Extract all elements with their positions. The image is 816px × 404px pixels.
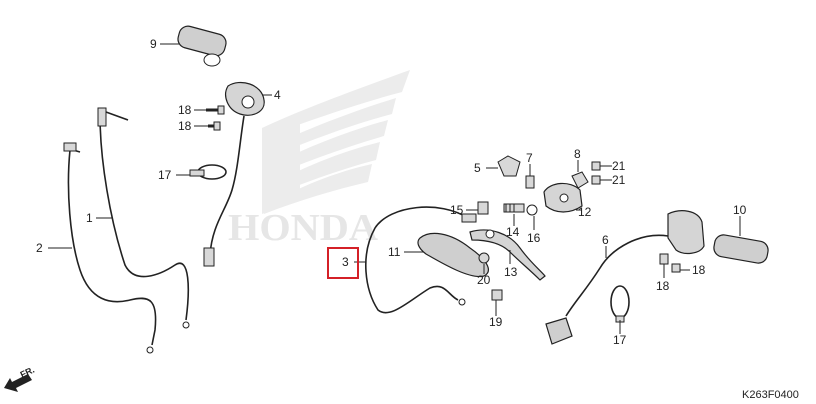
callout-9: 9 [150, 37, 157, 51]
callout-10: 10 [733, 203, 747, 217]
callout-labels: 1 2 9 4 18 18 17 3 11 5 7 8 21 21 12 15 … [36, 37, 747, 347]
leader-lines [48, 43, 741, 334]
callout-18-a: 18 [178, 103, 192, 117]
switch-knob-5 [497, 155, 521, 177]
callout-17-a: 17 [158, 168, 172, 182]
callout-17-b: 17 [613, 333, 627, 347]
screw-21-lower [591, 175, 601, 185]
screw-18-right-a [671, 263, 681, 273]
clutch-lever-part [469, 229, 546, 281]
callout-20: 20 [477, 273, 491, 287]
throttle-housing-part [203, 81, 265, 267]
callout-13: 13 [504, 265, 518, 279]
callout-18-b: 18 [178, 119, 192, 133]
callout-2: 2 [36, 241, 43, 255]
adjuster-14 [503, 203, 525, 213]
callout-5: 5 [474, 161, 481, 175]
nut-16 [526, 204, 538, 216]
screw-18-lower [208, 121, 221, 131]
throttle-cable-2 [63, 142, 157, 354]
screw-18-upper [206, 105, 225, 115]
diagram-code: K263F0400 [742, 389, 799, 401]
band-17-left [189, 164, 227, 180]
right-grip-10 [713, 234, 769, 264]
right-handlebar-switch-6 [545, 210, 705, 345]
callout-19: 19 [489, 315, 503, 329]
callout-12: 12 [578, 205, 592, 219]
callout-18-d: 18 [656, 279, 670, 293]
honda-watermark-text: HONDA [228, 207, 379, 249]
lever-holder-12 [543, 182, 583, 213]
bolt-15 [477, 201, 489, 215]
callout-14: 14 [506, 225, 520, 239]
callout-3-highlight-box[interactable] [327, 247, 359, 279]
band-17-right [610, 285, 630, 323]
callout-4: 4 [274, 88, 281, 102]
screw-18-right-b [659, 253, 669, 265]
front-direction-label: FR. [19, 365, 36, 380]
nut-19 [491, 289, 503, 301]
nut-20 [478, 252, 490, 264]
callout-21-b: 21 [612, 173, 626, 187]
callout-16: 16 [527, 231, 541, 245]
throttle-cable-1 [97, 107, 190, 329]
callout-11: 11 [388, 245, 401, 259]
front-direction-arrow: FR. [4, 365, 36, 392]
callout-15: 15 [450, 203, 464, 217]
callout-18-c: 18 [692, 263, 706, 277]
callout-3[interactable]: 3 [342, 255, 349, 269]
throttle-grip-part [177, 25, 227, 67]
callout-8: 8 [574, 147, 581, 161]
honda-wing-watermark: HONDA [228, 70, 410, 249]
lever-cover-part [417, 232, 489, 278]
pin-7 [525, 175, 535, 189]
callout-21-a: 21 [612, 159, 626, 173]
screw-21-upper [591, 161, 601, 171]
clutch-cable-3 [365, 206, 477, 314]
callout-6: 6 [602, 233, 609, 247]
callout-1: 1 [86, 211, 93, 225]
callout-7: 7 [526, 151, 533, 165]
clamp-8 [571, 171, 589, 189]
